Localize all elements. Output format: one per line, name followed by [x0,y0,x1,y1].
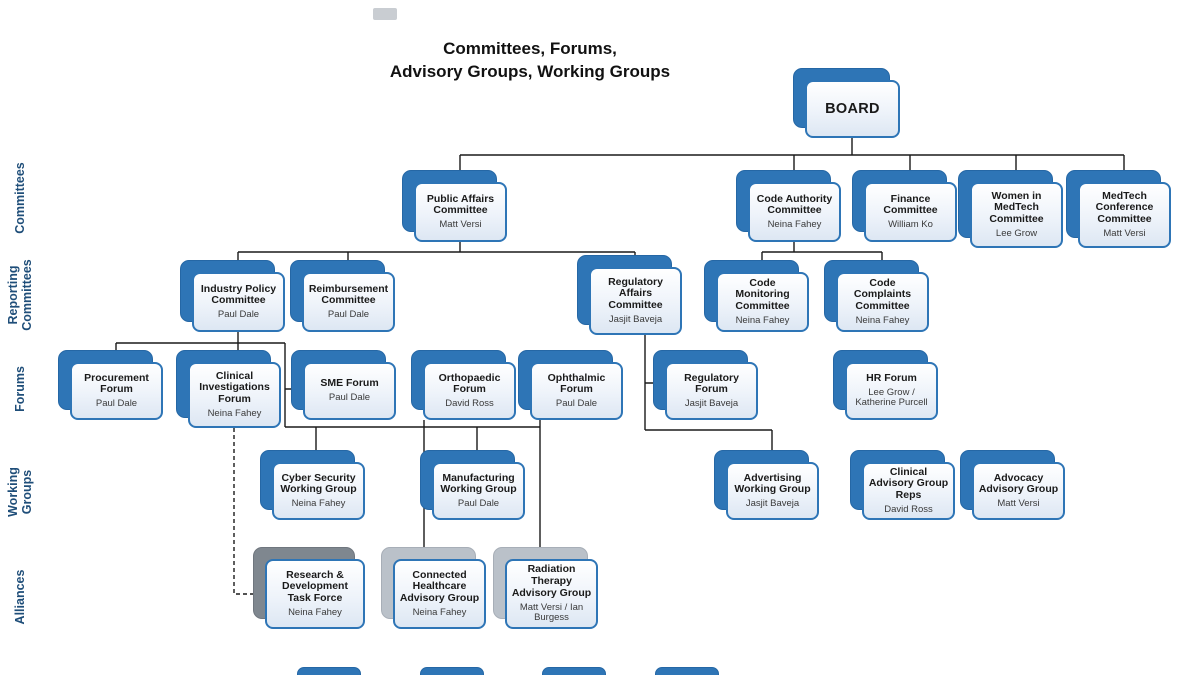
node-lead: Neina Fahey [735,314,790,326]
node-lead: Neina Fahey [288,606,342,618]
node-title: Code Authority Committee [756,192,833,217]
node-title: Code Monitoring Committee [735,276,790,313]
connector-working-groups-bus [285,420,541,559]
node-lead: Paul Dale [555,398,598,410]
node-card-hr-forum[interactable]: HR Forum Lee Grow / Katherine Purcell [845,362,938,420]
row-label-reporting-committees: Reporting Committees [5,259,34,331]
node-lead: Matt Versi / Ian Burgess [519,601,584,624]
node-title: MedTech Conference Committee [1095,189,1154,226]
connector-code-authority-to-reporting [761,242,883,276]
page-title: Committees, Forums, Advisory Groups, Wor… [330,38,730,84]
node-title: Orthopaedic Forum [438,371,501,396]
node-card-finance[interactable]: Finance Committee William Ko [864,182,957,242]
node-card-code-authority[interactable]: Code Authority Committee Neina Fahey [748,182,841,242]
node-title: Regulatory Affairs Committee [608,275,663,312]
node-card-medtech-conference[interactable]: MedTech Conference Committee Matt Versi [1078,182,1171,248]
node-card-regulatory-affairs[interactable]: Regulatory Affairs Committee Jasjit Bave… [589,267,682,335]
node-lead: Jasjit Baveja [608,313,663,325]
row-label-forums: Forums [12,366,27,412]
node-lead: Paul Dale [327,309,370,321]
node-lead: Matt Versi [1103,227,1146,239]
node-title: Women in MedTech Committee [989,189,1044,226]
node-card-women-in-medtech[interactable]: Women in MedTech Committee Lee Grow [970,182,1063,248]
node-lead: William Ko [888,219,933,231]
gray-artifact-rect [373,8,397,20]
node-lead: Neina Fahey [207,407,262,419]
node-title: Ophthalmic Forum [547,371,606,396]
node-lead: Neina Fahey [767,219,822,231]
node-card-clinical-advisory[interactable]: Clinical Advisory Group Reps David Ross [862,462,955,520]
cutoff-node-4 [655,667,719,675]
node-card-rd-task-force[interactable]: Research & Development Task Force Neina … [265,559,365,629]
node-card-advocacy[interactable]: Advocacy Advisory Group Matt Versi [972,462,1065,520]
node-card-connected-healthcare[interactable]: Connected Healthcare Advisory Group Nein… [393,559,486,629]
node-lead: Neina Fahey [412,606,467,618]
node-title: Procurement Forum [84,371,149,396]
node-card-manufacturing[interactable]: Manufacturing Working Group Paul Dale [432,462,525,520]
node-title: Cyber Security Working Group [280,471,357,496]
node-lead: Matt Versi [439,219,482,231]
node-lead: Matt Versi [997,498,1040,510]
node-lead: Paul Dale [328,392,371,404]
node-title: Advocacy Advisory Group [978,471,1059,496]
row-label-committees: Committees [12,162,27,234]
node-card-reimbursement[interactable]: Reimbursement Committee Paul Dale [302,272,395,332]
cutoff-node-1 [297,667,361,675]
node-card-radiation-therapy[interactable]: Radiation Therapy Advisory Group Matt Ve… [505,559,598,629]
cutoff-node-3 [542,667,606,675]
node-title: Connected Healthcare Advisory Group [399,568,480,605]
row-label-working-groups: Working Groups [5,467,34,517]
node-lead: Lee Grow / Katherine Purcell [855,386,928,409]
node-lead: Jasjit Baveja [745,498,800,510]
node-title: Reimbursement Committee [308,282,389,307]
node-title: Code Complaints Committee [853,276,912,313]
node-title: Manufacturing Working Group [440,471,517,496]
node-lead: David Ross [445,398,494,410]
node-title: Radiation Therapy Advisory Group [511,563,592,599]
node-title: Clinical Advisory Group Reps [868,465,949,502]
node-title: Research & Development Task Force [282,568,348,605]
node-title: Public Affairs Committee [426,192,495,217]
node-card-orthopaedic[interactable]: Orthopaedic Forum David Ross [423,362,516,420]
node-card-advertising[interactable]: Advertising Working Group Jasjit Baveja [726,462,819,520]
node-card-clinical-investigations[interactable]: Clinical Investigations Forum Neina Fahe… [188,362,281,428]
page-title-line1: Committees, Forums, [443,39,617,58]
node-title: BOARD [825,100,880,117]
row-label-alliances: Alliances [12,569,27,625]
node-lead: Neina Fahey [855,314,910,326]
node-title: Advertising Working Group [734,471,811,496]
cutoff-node-2 [420,667,484,675]
node-title: Regulatory Forum [684,371,739,396]
node-card-ophthalmic[interactable]: Ophthalmic Forum Paul Dale [530,362,623,420]
node-card-code-monitoring[interactable]: Code Monitoring Committee Neina Fahey [716,272,809,332]
node-card-code-complaints[interactable]: Code Complaints Committee Neina Fahey [836,272,929,332]
node-title: Finance Committee [883,192,938,217]
node-title: HR Forum [866,372,917,385]
node-card-cyber-security[interactable]: Cyber Security Working Group Neina Fahey [272,462,365,520]
node-lead: David Ross [884,503,933,515]
node-lead: Jasjit Baveja [684,398,739,410]
node-lead: Lee Grow [995,227,1038,239]
node-card-sme[interactable]: SME Forum Paul Dale [303,362,396,420]
node-lead: Paul Dale [457,498,500,510]
page-title-line2: Advisory Groups, Working Groups [389,61,671,81]
node-card-board[interactable]: BOARD [805,80,900,138]
node-title: SME Forum [320,377,379,390]
node-card-public-affairs[interactable]: Public Affairs Committee Matt Versi [414,182,507,242]
node-lead: Paul Dale [217,309,260,321]
node-title: Industry Policy Committee [200,282,277,307]
node-lead: Paul Dale [95,398,138,410]
node-card-regulatory-forum[interactable]: Regulatory Forum Jasjit Baveja [665,362,758,420]
node-card-industry-policy[interactable]: Industry Policy Committee Paul Dale [192,272,285,332]
node-title: Clinical Investigations Forum [199,369,270,406]
node-lead: Neina Fahey [291,498,346,510]
node-card-procurement[interactable]: Procurement Forum Paul Dale [70,362,163,420]
